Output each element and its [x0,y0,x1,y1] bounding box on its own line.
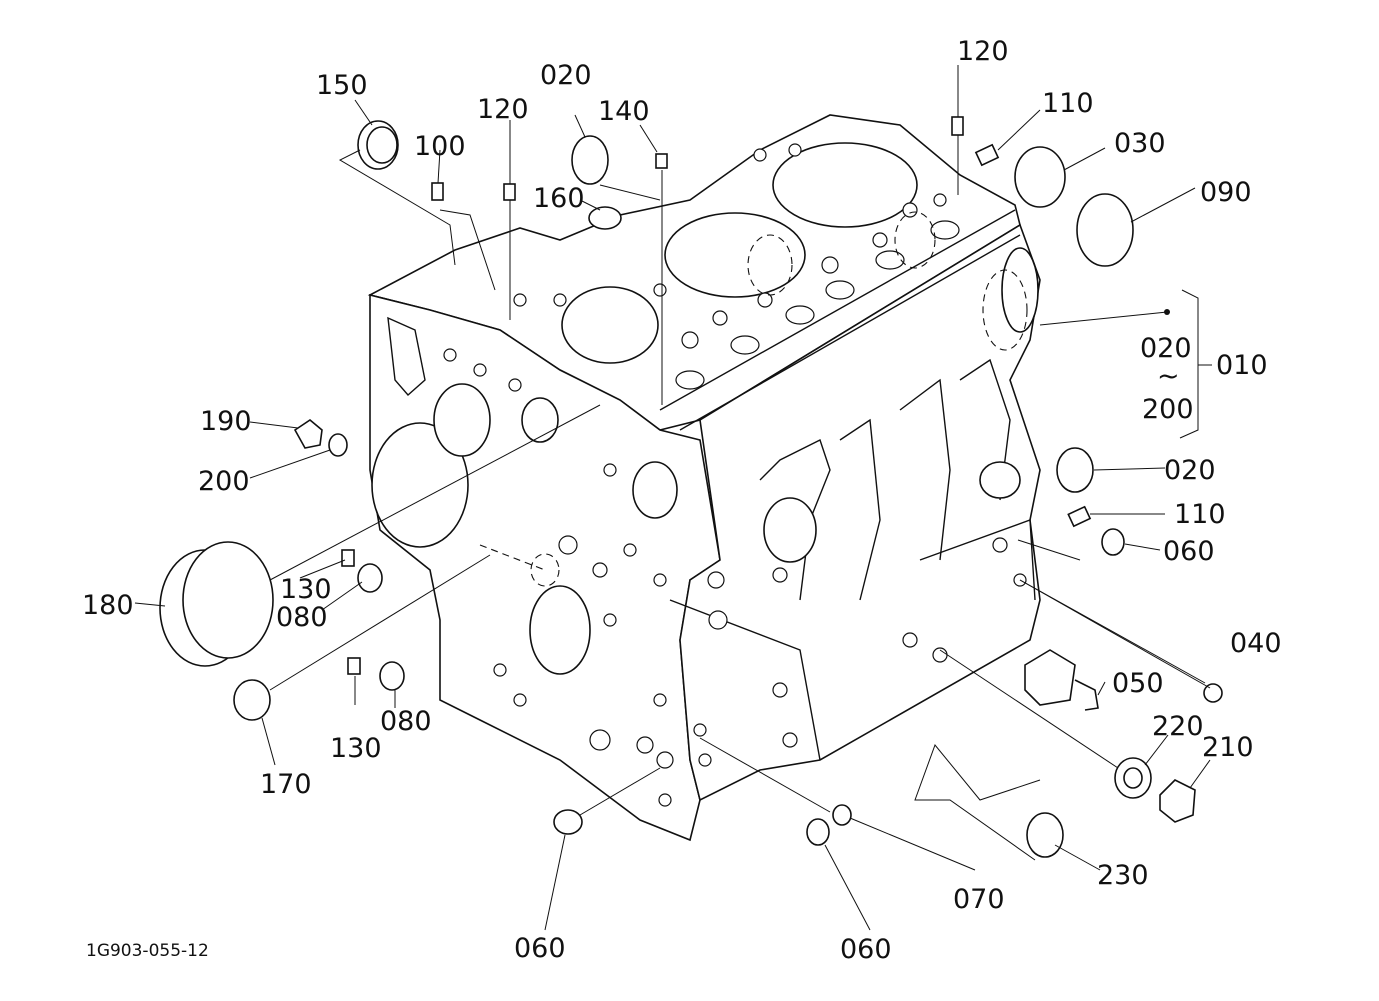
callout-020-right: 020 [1164,455,1216,486]
callout-060-bottom-left: 060 [514,933,566,964]
callout-060-bottom-mid: 060 [840,934,892,965]
callout-090: 090 [1200,177,1252,208]
callout-labels: 150 020 120 140 100 160 120 110 030 090 … [82,36,1282,965]
callout-100: 100 [414,131,466,162]
callout-120-left: 120 [477,94,529,125]
callout-180: 180 [82,590,134,621]
callout-190: 190 [200,406,252,437]
callout-130-lower: 130 [330,733,382,764]
callout-040: 040 [1230,628,1282,659]
callout-230: 230 [1097,860,1149,891]
callout-160: 160 [533,183,585,214]
callout-210: 210 [1202,732,1254,763]
callout-060-right: 060 [1163,536,1215,567]
callout-170: 170 [260,769,312,800]
callout-020-top: 020 [540,60,592,91]
callout-020-range-start: 020 [1140,333,1192,364]
callout-050: 050 [1112,668,1164,699]
callout-110-right: 110 [1174,499,1226,530]
callout-010: 010 [1216,350,1268,381]
callout-120-right: 120 [957,36,1009,67]
callout-080-upper: 080 [276,602,328,633]
engine-block [367,114,1041,842]
callout-200-range-end: 200 [1142,394,1194,425]
callout-200: 200 [198,466,250,497]
callout-030: 030 [1114,128,1166,159]
callout-range-tilde: ~ [1157,361,1180,392]
leader-lines [134,65,1212,931]
callout-140: 140 [598,96,650,127]
callout-130-upper: 130 [280,574,332,605]
callout-110-top: 110 [1042,88,1094,119]
callout-080-lower: 080 [380,706,432,737]
callout-220: 220 [1152,711,1204,742]
loose-parts [159,116,1223,858]
drawing-id: 1G903-055-12 [86,941,209,961]
callout-070: 070 [953,884,1005,915]
callout-150: 150 [316,70,368,101]
